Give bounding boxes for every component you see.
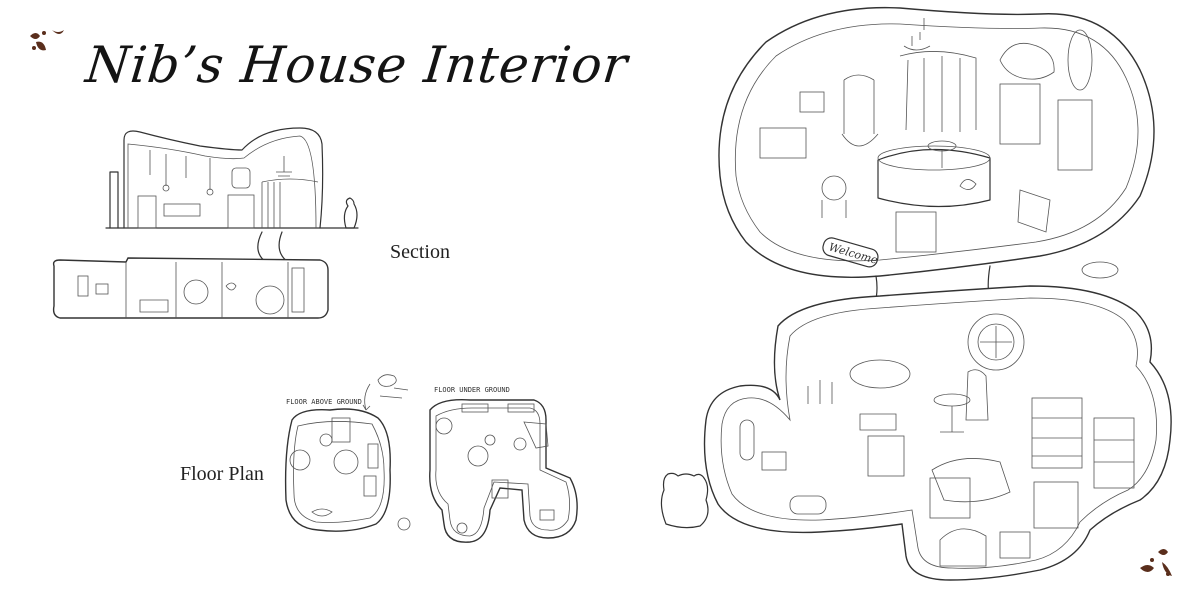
floor-under-ground-label: FLOOR UNDER GROUND bbox=[434, 386, 510, 394]
arrow-icon bbox=[364, 383, 371, 411]
floor-plan-label: Floor Plan bbox=[180, 463, 264, 485]
section-label: Section bbox=[390, 241, 450, 263]
floor-plan-drawing: FLOOR ABOVE GROUND FLOOR UNDER GROUND bbox=[284, 374, 578, 543]
corner-ornament-icon bbox=[30, 30, 64, 51]
shovel-icon bbox=[377, 374, 409, 399]
corner-ornament-icon bbox=[1140, 549, 1172, 576]
floor-above-ground-label: FLOOR ABOVE GROUND bbox=[286, 398, 362, 406]
hamster-silhouette-icon bbox=[660, 472, 709, 529]
section-above-ground-drawing bbox=[105, 127, 359, 229]
cutaway-house-illustration: Welcome bbox=[703, 6, 1172, 581]
section-under-ground-drawing bbox=[52, 257, 329, 319]
